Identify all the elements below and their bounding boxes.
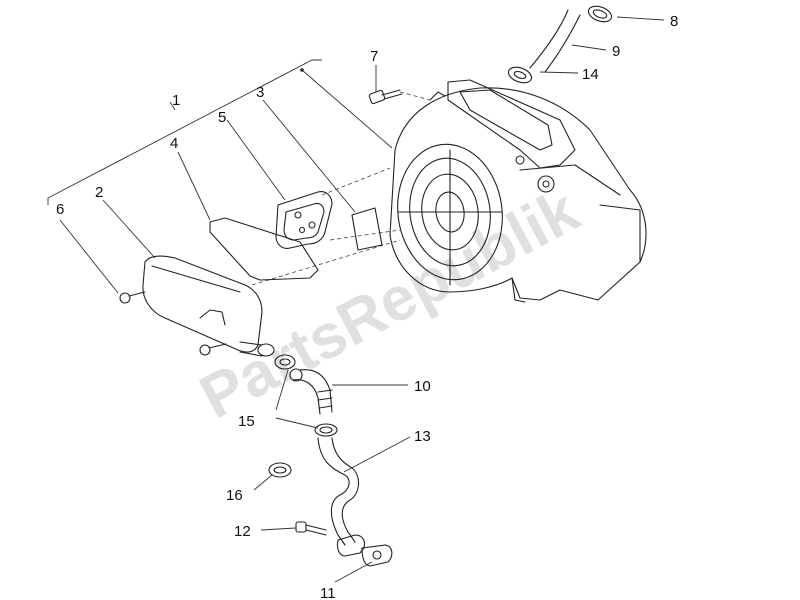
watermark: PartsRepublik [189, 175, 590, 432]
callout-6: 6 [56, 201, 64, 218]
hose-flange [336, 534, 393, 567]
callout-labels: 1 2 3 4 5 6 7 8 9 10 11 12 13 14 15 16 [56, 13, 678, 600]
elbow-pipe [289, 368, 333, 415]
callout-11: 11 [320, 585, 336, 600]
group-bracket [47, 59, 393, 205]
callout-8: 8 [670, 13, 678, 30]
callout-4: 4 [170, 135, 178, 152]
callout-3: 3 [256, 84, 264, 101]
callout-1: 1 [172, 92, 180, 109]
callout-15: 15 [238, 413, 255, 430]
screw-top [368, 89, 403, 105]
callout-5: 5 [218, 109, 226, 126]
callout-12: 12 [234, 523, 251, 540]
filter-cover-plate [275, 191, 333, 249]
callout-2: 2 [95, 184, 103, 201]
hose-clamp-small [268, 462, 292, 478]
engine-cooling-cover [389, 79, 647, 303]
air-filter-cover [142, 255, 263, 353]
callout-7: 7 [370, 48, 378, 65]
filter-outlet [239, 341, 275, 357]
hose-clamp-middle [314, 423, 338, 437]
watermark-text: PartsRepublik [189, 175, 590, 432]
hose-clamp-top [587, 5, 613, 23]
screw-lower [199, 343, 227, 356]
callout-14: 14 [582, 66, 599, 83]
vent-hose [529, 9, 581, 73]
leader-lines [59, 16, 665, 583]
callout-10: 10 [414, 378, 431, 395]
screw-left [119, 291, 146, 304]
callout-13: 13 [414, 428, 431, 445]
assembly-lines [251, 91, 431, 286]
callout-16: 16 [226, 487, 243, 504]
filter-element [351, 207, 383, 251]
screw-bottom [295, 521, 327, 536]
cover-seal [209, 217, 319, 281]
hose-clamp-lower [507, 66, 533, 84]
hose-clamp-upper [274, 354, 296, 370]
drain-hose [317, 437, 360, 546]
callout-9: 9 [612, 43, 620, 60]
